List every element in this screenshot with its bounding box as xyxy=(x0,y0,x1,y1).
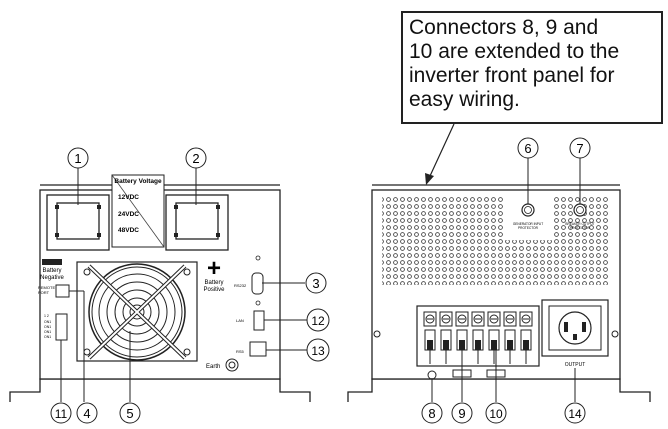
svg-text:5: 5 xyxy=(126,406,133,421)
voltage-48: 48VDC xyxy=(118,227,139,234)
svg-text:10: 10 xyxy=(489,407,503,421)
terminal-post xyxy=(519,311,533,364)
svg-text:2: 2 xyxy=(192,151,199,166)
rear-leader-lines xyxy=(60,168,307,402)
battery-positive-label-1: Battery xyxy=(204,280,223,286)
callout-14: 14 xyxy=(564,402,586,424)
battery-negative-label-2: Negative xyxy=(40,275,64,281)
battery-negative-label-1: Battery xyxy=(42,268,61,274)
svg-text:9: 9 xyxy=(458,406,465,421)
svg-text:GENERATOR INPUT: GENERATOR INPUT xyxy=(513,222,543,226)
callout-1: 1 xyxy=(67,147,89,169)
callout-line-1: Connectors 8, 9 and xyxy=(409,16,599,39)
output-label: OUTPUT xyxy=(565,362,586,368)
terminal-post xyxy=(423,311,437,364)
battery-positive-terminal: + Battery Positive xyxy=(203,255,225,293)
callout-8: 8 xyxy=(421,402,443,424)
terminal-block xyxy=(416,305,540,367)
callout-3: 3 xyxy=(305,272,327,294)
svg-text:7: 7 xyxy=(576,141,583,156)
battery-voltage-title: Battery Voltage xyxy=(114,178,162,185)
rear-panel: Battery Voltage 12VDC 24VDC 48VDC Batter… xyxy=(9,147,330,424)
output-socket: OUTPUT xyxy=(541,299,609,368)
battery-negative-terminal: Battery Negative xyxy=(40,259,65,281)
svg-text:PROTECTOR: PROTECTOR xyxy=(518,226,539,230)
svg-text:PROTECTOR: PROTECTOR xyxy=(570,226,591,230)
screw-left xyxy=(373,330,381,338)
svg-text:ON1: ON1 xyxy=(44,320,51,324)
battery-voltage-plate: Battery Voltage 12VDC 24VDC 48VDC xyxy=(111,174,165,248)
callout-12: 12 xyxy=(306,308,330,332)
output-protector: BREAKER OUTPUT PROTECTOR xyxy=(565,203,595,230)
terminal-post xyxy=(487,311,501,364)
callout-7: 7 xyxy=(569,137,591,159)
cooling-fan xyxy=(76,261,198,362)
svg-text:ON1: ON1 xyxy=(44,335,51,339)
voltage-12: 12VDC xyxy=(118,194,139,201)
front-panel: GENERATOR INPUT PROTECTOR BREAKER OUTPUT… xyxy=(347,123,651,424)
rear-base-flange xyxy=(9,378,311,402)
callout-6: 6 xyxy=(517,137,539,159)
minus-symbol xyxy=(42,259,62,265)
svg-text:14: 14 xyxy=(568,407,582,421)
terminal-post xyxy=(455,311,469,364)
earth-terminal: Earth xyxy=(206,358,239,372)
callout-2: 2 xyxy=(185,147,207,169)
callout-line-2: 10 are extended to the xyxy=(409,40,620,63)
svg-text:4: 4 xyxy=(83,406,90,421)
svg-text:ON1: ON1 xyxy=(44,330,51,334)
terminal-post xyxy=(503,311,517,364)
callout-line-4: easy wiring. xyxy=(409,88,520,111)
svg-text:3: 3 xyxy=(312,276,319,291)
svg-text:6: 6 xyxy=(524,141,531,156)
svg-text:1 2: 1 2 xyxy=(44,314,49,318)
battery-positive-label-2: Positive xyxy=(203,287,225,293)
port-13: RS5 xyxy=(236,341,267,357)
svg-text:12: 12 xyxy=(311,314,325,328)
svg-text:13: 13 xyxy=(311,344,325,358)
svg-text:ON1: ON1 xyxy=(44,325,51,329)
terminal-post xyxy=(471,311,485,364)
front-leader-lines xyxy=(431,158,581,402)
plus-symbol: + xyxy=(207,255,221,282)
svg-text:11: 11 xyxy=(55,407,68,421)
screw-right xyxy=(611,330,619,338)
callout-9: 9 xyxy=(451,402,473,424)
terminal-post xyxy=(439,311,453,364)
callout-line-3: inverter front panel for xyxy=(409,64,615,87)
callout-note-box: Connectors 8, 9 and 10 are extended to t… xyxy=(401,11,663,124)
callout-4: 4 xyxy=(76,402,98,424)
callout-arrow xyxy=(425,123,455,185)
remote-port-label-2: PORT xyxy=(38,290,50,295)
voltage-24: 24VDC xyxy=(118,211,139,218)
callout-10: 10 xyxy=(485,402,507,424)
remote-port-label: REMOTE xyxy=(38,285,55,290)
front-base-flange xyxy=(347,378,651,402)
callout-13: 13 xyxy=(306,338,330,362)
svg-text:BREAKER OUTPUT: BREAKER OUTPUT xyxy=(565,222,594,226)
ground-screw xyxy=(427,370,437,380)
callout-11: 11 xyxy=(50,402,72,424)
svg-text:RS5: RS5 xyxy=(236,349,245,354)
terminal-posts xyxy=(423,311,533,364)
svg-text:8: 8 xyxy=(428,406,435,421)
rs232-label: RS232 xyxy=(234,283,247,288)
earth-label: Earth xyxy=(206,364,220,370)
vent-grille xyxy=(382,196,608,285)
callout-5: 5 xyxy=(119,402,141,424)
dip-switch: 1 2 ON1 ON1 ON1 ON1 xyxy=(44,313,68,341)
svg-text:LAN: LAN xyxy=(236,318,244,323)
ac-input-socket-2 xyxy=(165,194,229,251)
svg-text:1: 1 xyxy=(74,151,81,166)
